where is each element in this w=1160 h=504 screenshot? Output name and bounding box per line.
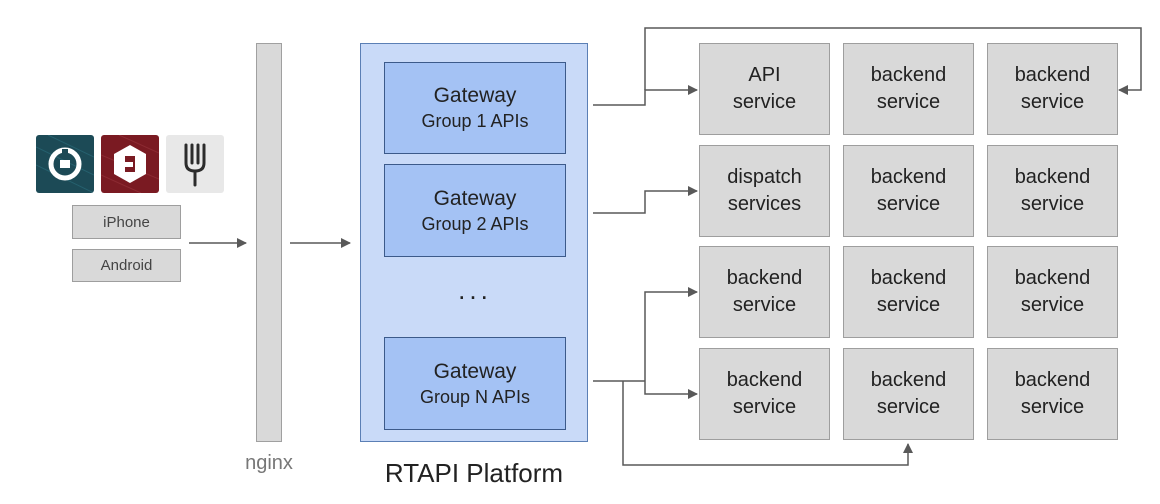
service-label-line: services <box>727 193 802 215</box>
arrow-gatewayn-to-row3 <box>644 287 698 381</box>
service-box-r1-c1: API service <box>699 43 830 135</box>
android-client: Android <box>72 249 181 282</box>
gateway-title: Gateway <box>433 186 517 210</box>
service-label-line: backend <box>870 267 947 289</box>
service-label-line: API <box>748 64 781 86</box>
rtapi-platform-label: RTAPI Platform <box>384 458 564 488</box>
service-label-line: service <box>876 396 941 418</box>
service-label-line: service <box>1020 294 1085 316</box>
nginx-bar <box>256 43 282 442</box>
service-label-line: service <box>876 294 941 316</box>
service-label-line: service <box>732 294 797 316</box>
service-label-line: service <box>1020 193 1085 215</box>
service-box-r1-c2: backend service <box>843 43 974 135</box>
service-label-line: service <box>876 91 941 113</box>
gateway-title: Gateway <box>433 359 517 383</box>
service-label-line: backend <box>1014 267 1091 289</box>
service-label-line: dispatch <box>727 166 802 188</box>
service-label-line: backend <box>726 267 803 289</box>
iphone-client: iPhone <box>72 205 181 239</box>
gateway-subtitle: Group 2 APIs <box>421 213 529 234</box>
service-label-line: backend <box>870 166 947 188</box>
service-label-line: backend <box>870 369 947 391</box>
service-box-r2-c1: dispatch services <box>699 145 830 237</box>
uber-driver-app-icon <box>101 135 159 193</box>
service-label-line: backend <box>1014 166 1091 188</box>
arrow-gateway2-to-dispatch <box>593 186 698 214</box>
gateway-subtitle: Group 1 APIs <box>421 111 529 131</box>
service-label-line: service <box>1020 396 1085 418</box>
service-label-line: backend <box>726 369 803 391</box>
gateway-subtitle: Group N APIs <box>419 386 531 407</box>
service-box-r1-c3: backend service <box>987 43 1118 135</box>
ellipsis: ... <box>458 275 492 305</box>
service-box-r4-c3: backend service <box>987 348 1118 440</box>
gateway-group-n: Gateway Group N APIs <box>384 337 566 430</box>
service-label-line: service <box>1020 91 1085 113</box>
eats-app-icon <box>166 135 224 193</box>
service-box-r2-c2: backend service <box>843 145 974 237</box>
service-label-line: service <box>732 91 797 113</box>
arrow-gatewayn-to-row4 <box>644 381 698 399</box>
nginx-label: nginx <box>245 452 293 474</box>
service-label-line: backend <box>1014 64 1091 86</box>
service-label-line: service <box>876 193 941 215</box>
gateway-group-1: Gateway Group 1 APIs <box>384 62 566 154</box>
service-box-r3-c2: backend service <box>843 246 974 338</box>
service-box-r3-c1: backend service <box>699 246 830 338</box>
service-label-line: backend <box>870 64 947 86</box>
arrow-gateway1-to-backend <box>644 27 1142 95</box>
arrow-gateway1-to-api <box>593 85 698 106</box>
uber-app-icon <box>36 135 94 193</box>
service-box-r2-c3: backend service <box>987 145 1118 237</box>
service-box-r4-c1: backend service <box>699 348 830 440</box>
gateway-group-2: Gateway Group 2 APIs <box>384 164 566 257</box>
service-box-r3-c3: backend service <box>987 246 1118 338</box>
gateway-title: Gateway <box>433 84 517 107</box>
service-label-line: backend <box>1014 369 1091 391</box>
service-label-line: service <box>732 396 797 418</box>
service-box-r4-c2: backend service <box>843 348 974 440</box>
arrow-gatewayn-to-bottom-backend <box>622 381 913 466</box>
